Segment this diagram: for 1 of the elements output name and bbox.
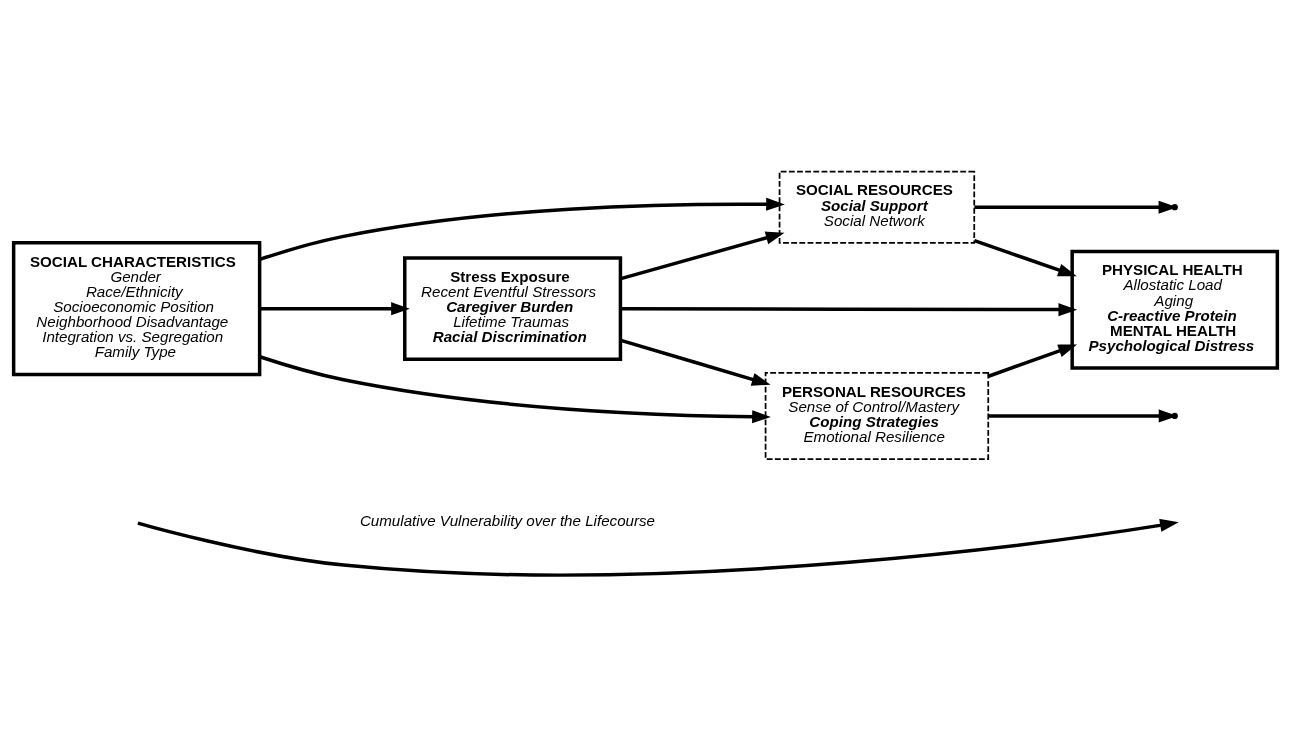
label: Cumulative Vulnerability over the Lifecourse <box>359 511 656 529</box>
